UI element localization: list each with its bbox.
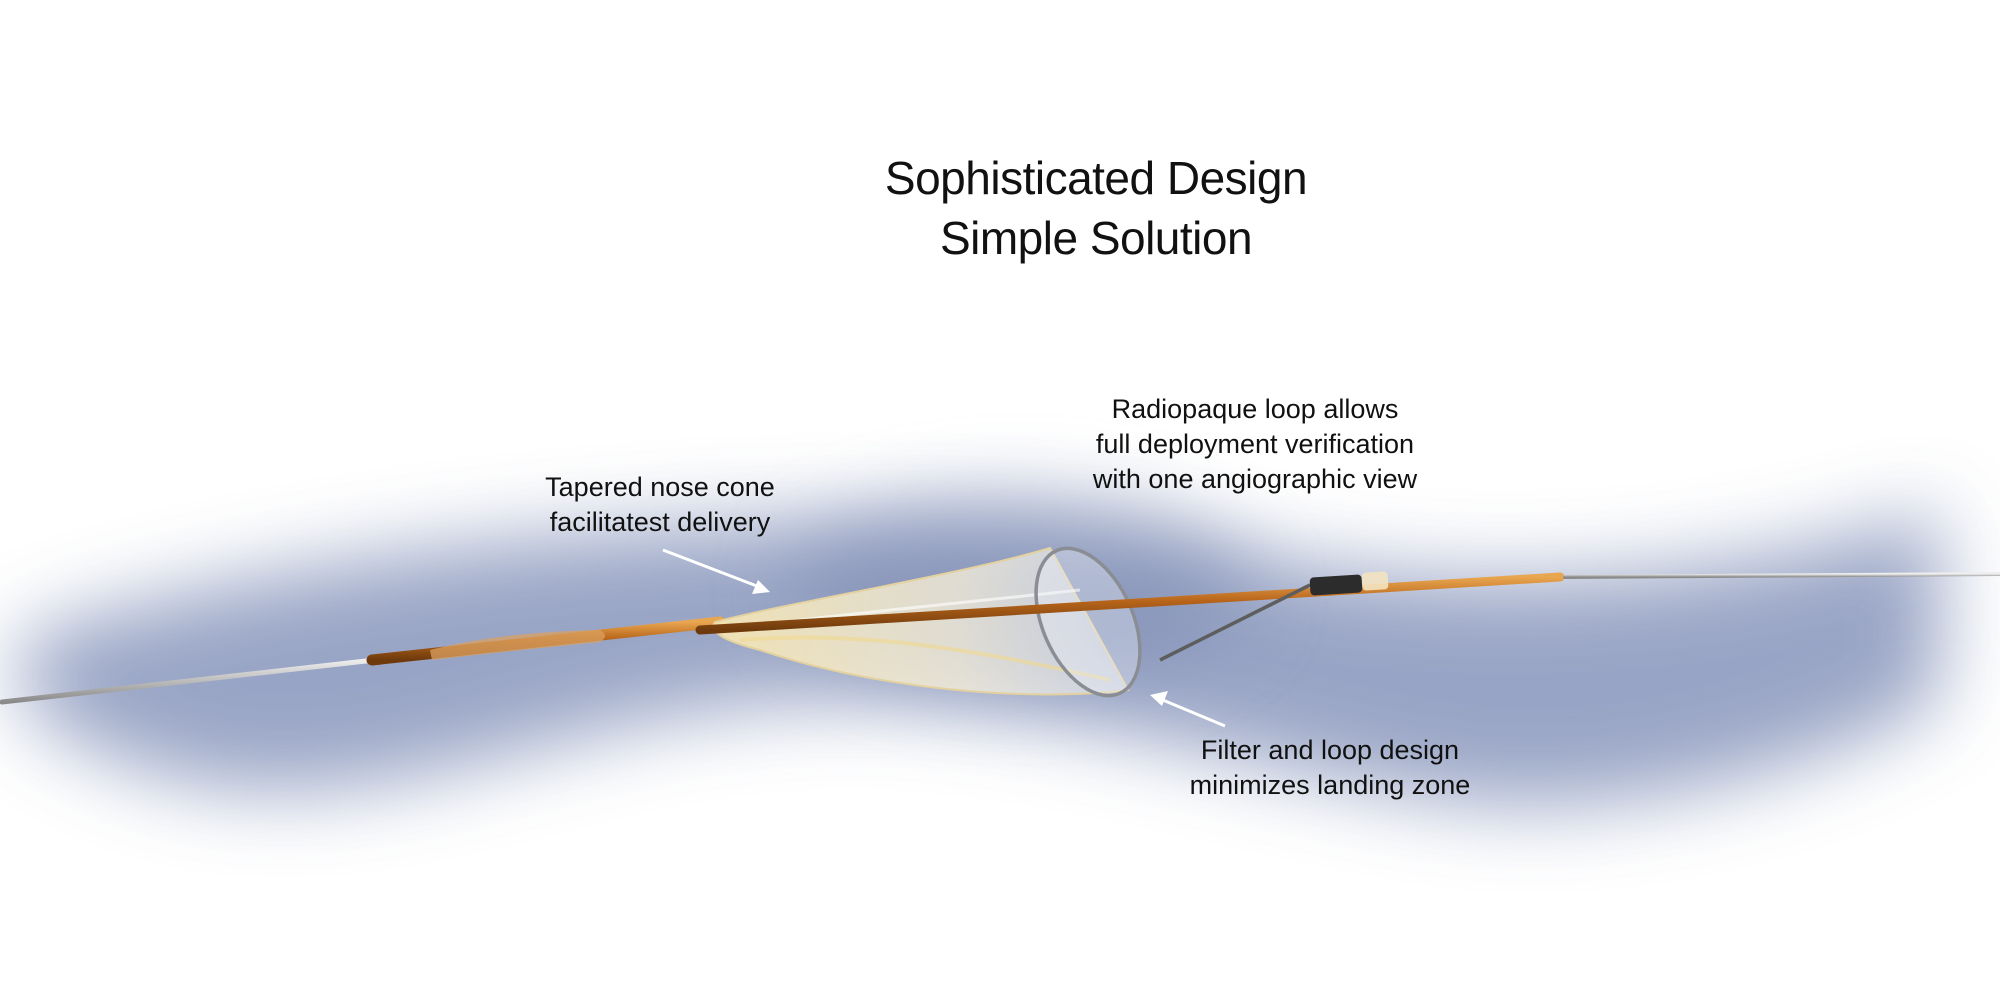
callout-filter-loop: Filter and loop design minimizes landing… — [1150, 733, 1510, 803]
guidewire-right — [1563, 572, 2000, 579]
loop-strut — [1159, 583, 1311, 662]
catheter-left — [366, 616, 726, 666]
callout-arrow-icon — [1150, 691, 1226, 728]
title: Sophisticated Design Simple Solution — [846, 148, 1346, 268]
callout-filter-loop-line-1: Filter and loop design — [1200, 735, 1460, 765]
title-line-1: Sophisticated Design — [884, 152, 1308, 204]
callout-radiopaque-loop-line-2: full deployment verification — [1095, 429, 1415, 459]
coil-marker — [1309, 571, 1389, 596]
callout-filter-loop-line-2: minimizes landing zone — [1189, 770, 1471, 800]
callout-radiopaque-loop: Radiopaque loop allows full deployment v… — [1060, 392, 1450, 497]
callout-nose-cone: Tapered nose cone facilitatest delivery — [520, 470, 800, 540]
callout-radiopaque-loop-line-3: with one angiographic view — [1092, 464, 1418, 494]
guidewire-left — [0, 657, 378, 705]
callout-nose-cone-line-2: facilitatest delivery — [549, 507, 771, 537]
title-line-2: Simple Solution — [939, 212, 1253, 264]
callout-nose-cone-line-1: Tapered nose cone — [545, 472, 775, 502]
callout-arrow-icon — [662, 548, 770, 594]
callout-radiopaque-loop-line-1: Radiopaque loop allows — [1111, 394, 1399, 424]
